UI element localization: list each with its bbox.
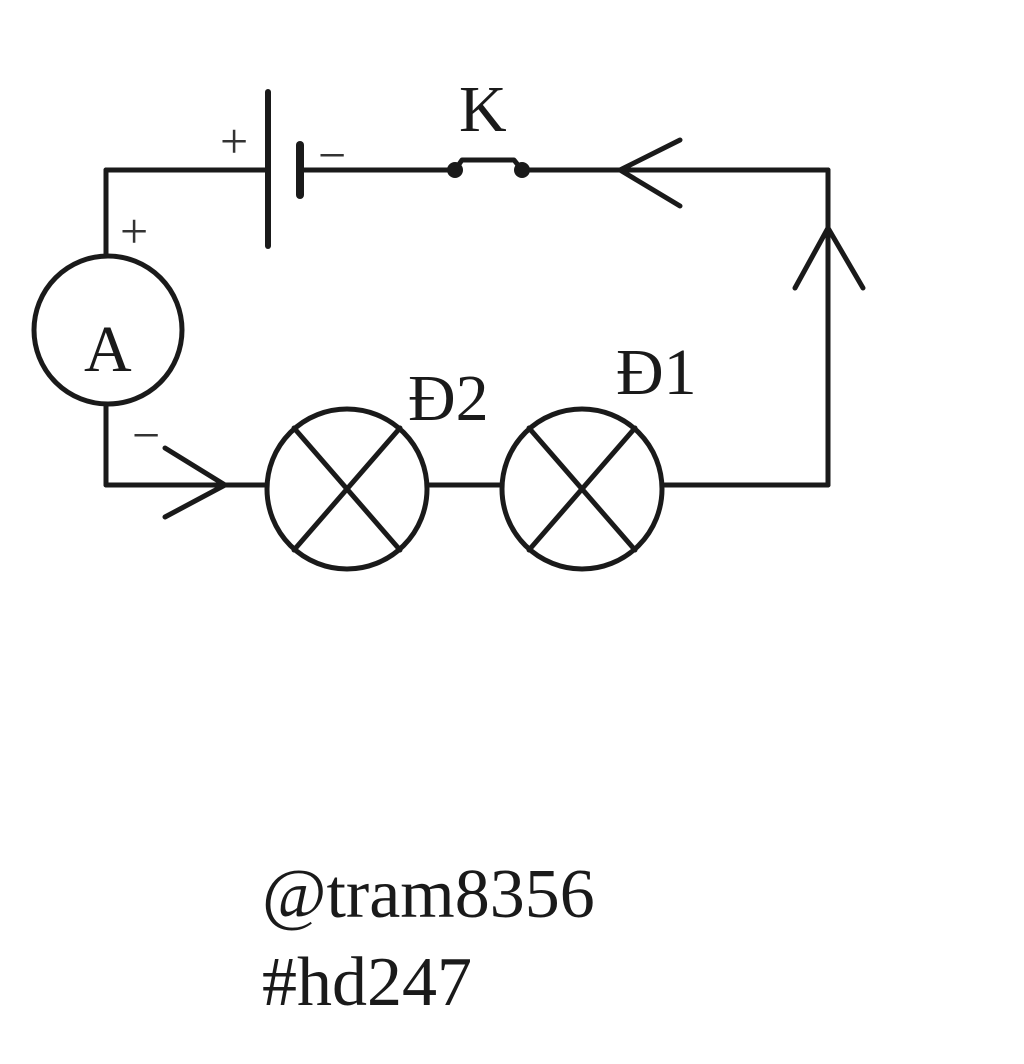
lamp-d2-label: Đ2 xyxy=(408,362,489,435)
arrow-right-icon xyxy=(162,445,228,520)
lamp-d2-cross-b xyxy=(291,425,403,553)
hashtag: #hd247 xyxy=(262,944,472,1021)
ammeter-plus-sign: + xyxy=(120,203,148,259)
switch-label: K xyxy=(459,73,507,146)
lamp-d1-cross-b xyxy=(526,425,638,553)
lamp-d2-symbol xyxy=(264,406,430,572)
lamp-d1-circle xyxy=(499,406,665,572)
lamp-d2-circle xyxy=(264,406,430,572)
lamp-d1-symbol xyxy=(499,406,665,572)
circuit-wires xyxy=(103,167,831,488)
arrow-left-icon xyxy=(617,137,683,209)
arrow-up-icon xyxy=(792,225,866,291)
switch-symbol xyxy=(447,157,530,178)
ammeter-minus-sign: − xyxy=(132,407,160,463)
battery-minus-sign: − xyxy=(318,127,346,183)
battery-symbol xyxy=(265,89,304,249)
battery-plus-sign: + xyxy=(220,113,248,169)
ammeter-label: A xyxy=(84,313,132,386)
ammeter-circle xyxy=(31,253,185,407)
author-handle: @tram8356 xyxy=(262,856,595,933)
lamp-d1-label: Đ1 xyxy=(616,336,697,409)
switch-lever xyxy=(452,157,525,173)
